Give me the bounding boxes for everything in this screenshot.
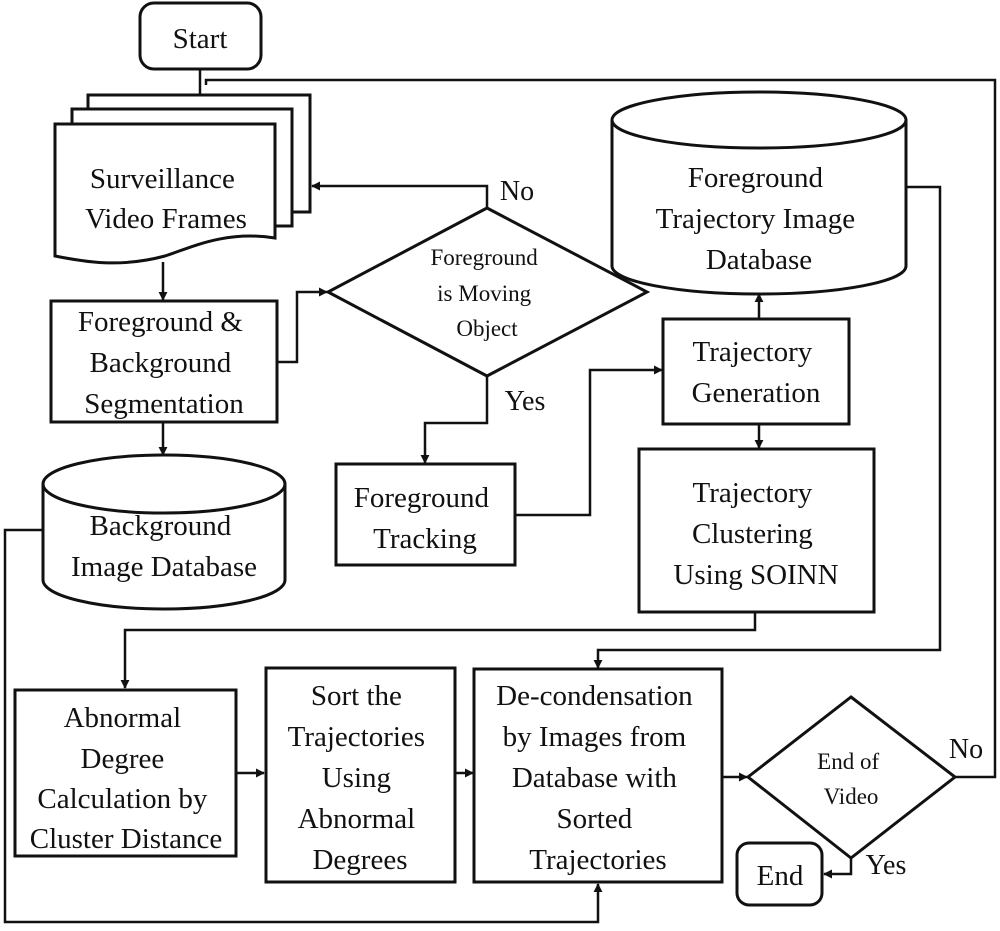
trajectory-generation-label: Trajectory Generation xyxy=(692,336,821,409)
abnormal-degree-node: Abnormal Degree Calculation by Cluster D… xyxy=(13,688,238,858)
abnormal-degree-label: Abnormal Degree Calculation by Cluster D… xyxy=(30,702,222,855)
edge-segmentation-to-decision xyxy=(277,287,328,364)
edge-end-decision-no-loop xyxy=(204,78,997,779)
foreground-tracking-label: Foreground Tracking xyxy=(354,482,497,555)
trajectory-clustering-node: Trajectory Clustering Using SOINN xyxy=(637,447,876,614)
video-frames-node: Surveillance Video Frames xyxy=(53,93,312,265)
decision-moving-yes-label: Yes xyxy=(505,386,546,417)
trajectory-generation-node: Trajectory Generation xyxy=(661,317,851,426)
video-frames-label: Surveillance Video Frames xyxy=(85,163,247,235)
edges xyxy=(3,68,997,924)
decondensation-node: De-condensation by Images from Database … xyxy=(472,667,724,884)
decision-end-of-video: End of Video xyxy=(745,695,958,860)
decision-end-yes-label: Yes xyxy=(866,850,907,881)
background-db-node: Background Image Database xyxy=(41,453,287,611)
decision-end-label: End of Video xyxy=(817,749,885,809)
edge-decision-yes-to-tracking xyxy=(420,376,489,464)
decision-moving-no-label: No xyxy=(500,176,534,207)
sort-trajectories-node: Sort the Trajectories Using Abnormal Deg… xyxy=(264,666,457,884)
decision-moving-object: Foreground is Moving Object xyxy=(324,206,651,378)
edge-tracking-to-generation xyxy=(515,365,663,517)
decision-end-no-label: No xyxy=(949,734,983,765)
edge-trajectory-db-to-decondensation xyxy=(593,185,942,669)
sort-trajectories-label: Sort the Trajectories Using Abnormal Deg… xyxy=(288,680,433,876)
edge-background-db-to-decondensation xyxy=(3,528,603,924)
decision-moving-label: Foreground is Moving Object xyxy=(430,245,543,341)
edge-clustering-to-abnormal xyxy=(120,612,757,689)
background-db-label: Background Image Database xyxy=(71,510,257,583)
trajectory-db-label: Foreground Trajectory Image Database xyxy=(656,162,863,276)
start-node: Start xyxy=(138,1,263,71)
segmentation-label: Foreground & Background Segmentation xyxy=(78,306,250,420)
edge-end-decision-yes-to-end xyxy=(823,858,853,879)
start-label: Start xyxy=(173,23,228,55)
trajectory-db-node: Foreground Trajectory Image Database xyxy=(610,90,908,296)
trajectory-clustering-label: Trajectory Clustering Using SOINN xyxy=(673,477,838,591)
segmentation-node: Foreground & Background Segmentation xyxy=(49,299,279,424)
foreground-tracking-node: Foreground Tracking xyxy=(334,462,517,567)
decondensation-label: De-condensation by Images from Database … xyxy=(496,680,700,876)
end-node: End xyxy=(735,841,824,907)
end-label: End xyxy=(757,860,804,892)
edge-decision-no-to-video xyxy=(311,181,489,208)
